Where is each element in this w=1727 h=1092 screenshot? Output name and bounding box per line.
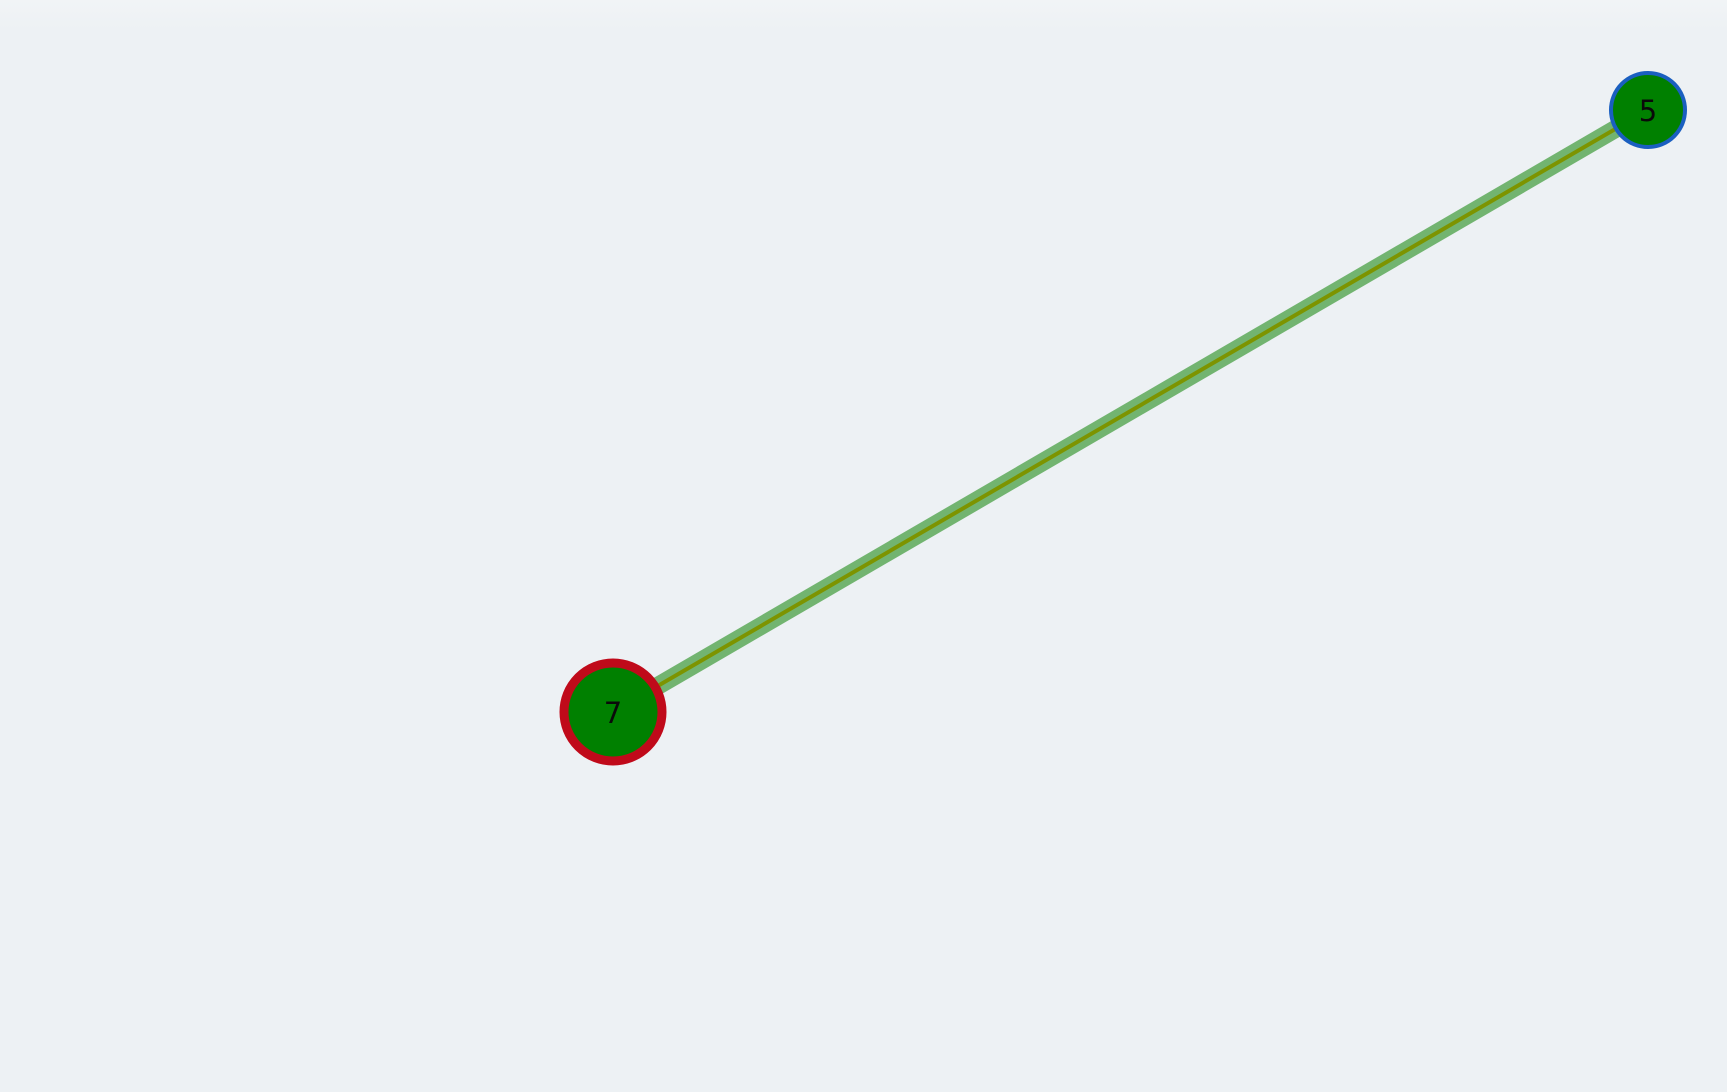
node-7[interactable]: 7: [559, 658, 667, 766]
node-label: 7: [604, 696, 622, 730]
edge-5-7[interactable]: [608, 102, 1653, 720]
node-circle[interactable]: [559, 658, 667, 766]
edge-core: [611, 108, 1650, 714]
node-5[interactable]: 5: [1609, 71, 1687, 149]
node-circle[interactable]: [1609, 71, 1687, 149]
node-label: 5: [1639, 94, 1657, 128]
